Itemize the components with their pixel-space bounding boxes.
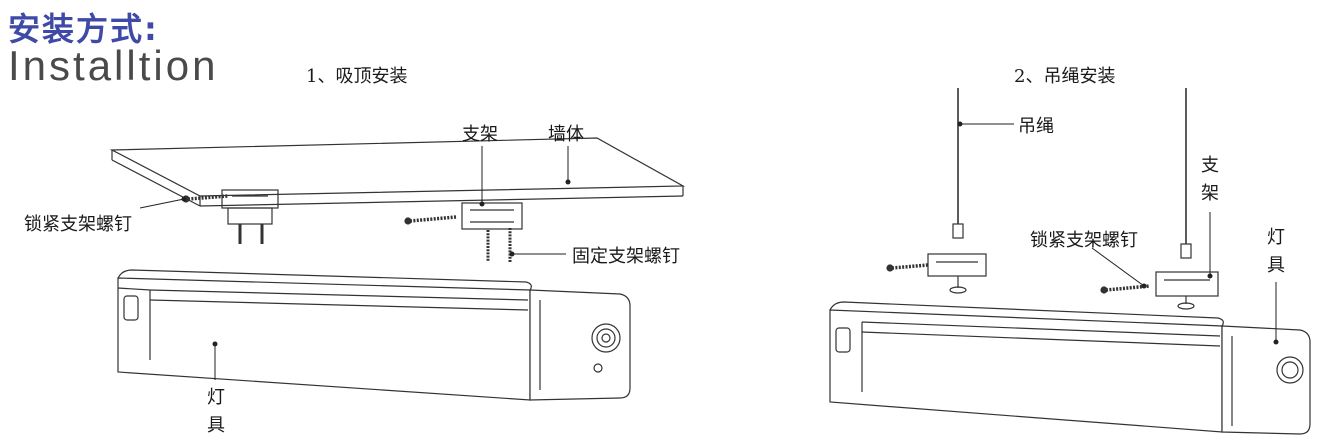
label-lamp-1: 灯具 (207, 387, 225, 436)
title-chinese: 安装方式: (8, 10, 159, 48)
label-rope: 吊绳 (1018, 116, 1054, 137)
section2-title: 2、吊绳安装 (1014, 66, 1116, 87)
label-lock-screw-1: 锁紧支架螺钉 (24, 214, 132, 235)
bracket-left-2 (927, 253, 987, 294)
label-fix-screw: 固定支架螺钉 (572, 246, 680, 267)
title-english: Installtion (8, 42, 219, 89)
bracket-right (461, 202, 523, 230)
rope-mount-illustration (829, 88, 1311, 435)
lock-screw-right-2 (1100, 284, 1151, 294)
lock-screw-right (404, 215, 457, 225)
label-lamp-2: 灯具 (1267, 227, 1285, 276)
label-bracket-1: 支架 (462, 124, 498, 145)
label-lock-screw-2: 锁紧支架螺钉 (1030, 230, 1138, 251)
label-wall: 墙体 (548, 124, 584, 145)
ceiling-mount-illustration (109, 137, 686, 401)
leader-lines-1 (139, 146, 571, 380)
bracket-right-2 (1155, 271, 1219, 310)
lamp-fixture-1 (117, 269, 631, 401)
lock-screw-left-2 (886, 263, 929, 272)
section1-title: 1、吸顶安装 (306, 66, 408, 87)
wall-plate (109, 137, 686, 207)
lamp-fixture-2 (829, 301, 1311, 435)
fixing-screws (486, 228, 512, 262)
label-bracket-2: 支架 (1201, 155, 1219, 204)
bracket-left (221, 189, 279, 244)
leader-lines-2 (957, 121, 1279, 345)
suspension-ropes (952, 88, 1192, 259)
